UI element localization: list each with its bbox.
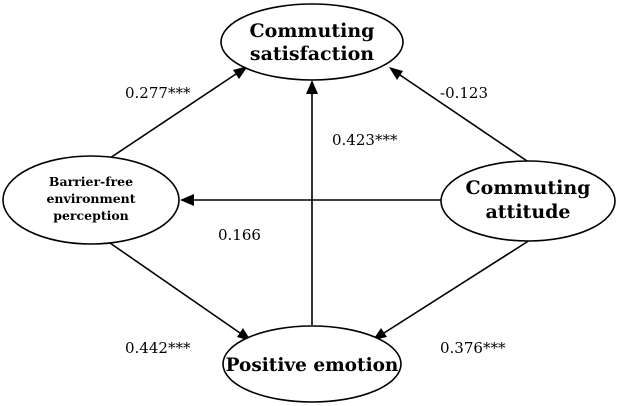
- edge-labels: 0.277*** -0.123 0.423*** 0.166 0.442*** …: [125, 84, 506, 357]
- edge-attitude-to-satisfaction: [399, 74, 531, 164]
- node-commuting-attitude-label-line2: attitude: [485, 201, 570, 223]
- coef-emotion-to-satisfaction: 0.423***: [332, 131, 398, 149]
- coef-barrier-to-satisfaction: 0.277***: [125, 84, 191, 102]
- node-barrier-free-perception: Barrier-free environment perception: [2, 155, 180, 245]
- arrowhead-barrier-to-satisfaction: [233, 66, 248, 79]
- node-commuting-satisfaction-label-line1: Commuting: [250, 20, 375, 42]
- coef-attitude-to-satisfaction: -0.123: [440, 84, 488, 102]
- edge-attitude-to-emotion: [383, 239, 531, 334]
- coef-attitude-to-barrier: 0.166: [218, 226, 261, 244]
- node-commuting-attitude: Commuting attitude: [440, 160, 616, 242]
- edge-barrier-to-satisfaction: [109, 73, 237, 159]
- coef-attitude-to-emotion: 0.376***: [440, 339, 506, 357]
- arrowhead-emotion-to-satisfaction: [306, 80, 318, 94]
- node-barrier-free-perception-label-line3: perception: [53, 208, 129, 223]
- node-commuting-satisfaction-label-line2: satisfaction: [250, 43, 374, 65]
- node-barrier-free-perception-shape: [2, 155, 180, 245]
- node-positive-emotion-shape: [222, 325, 402, 403]
- edges: [109, 66, 531, 341]
- node-commuting-attitude-shape: [440, 160, 616, 242]
- node-barrier-free-perception-label-line2: environment: [46, 191, 135, 206]
- node-positive-emotion-label: Positive emotion: [226, 355, 399, 376]
- coef-barrier-to-emotion: 0.442***: [125, 339, 191, 357]
- node-positive-emotion: Positive emotion: [222, 325, 402, 403]
- node-commuting-satisfaction-shape: [220, 3, 404, 81]
- node-barrier-free-perception-label-line1: Barrier-free: [49, 174, 133, 189]
- node-commuting-attitude-label-line1: Commuting: [466, 177, 591, 199]
- node-commuting-satisfaction: Commuting satisfaction: [220, 3, 404, 81]
- arrowhead-attitude-to-barrier: [180, 194, 194, 206]
- arrowhead-attitude-to-satisfaction: [389, 67, 403, 80]
- edge-barrier-to-emotion: [109, 242, 241, 334]
